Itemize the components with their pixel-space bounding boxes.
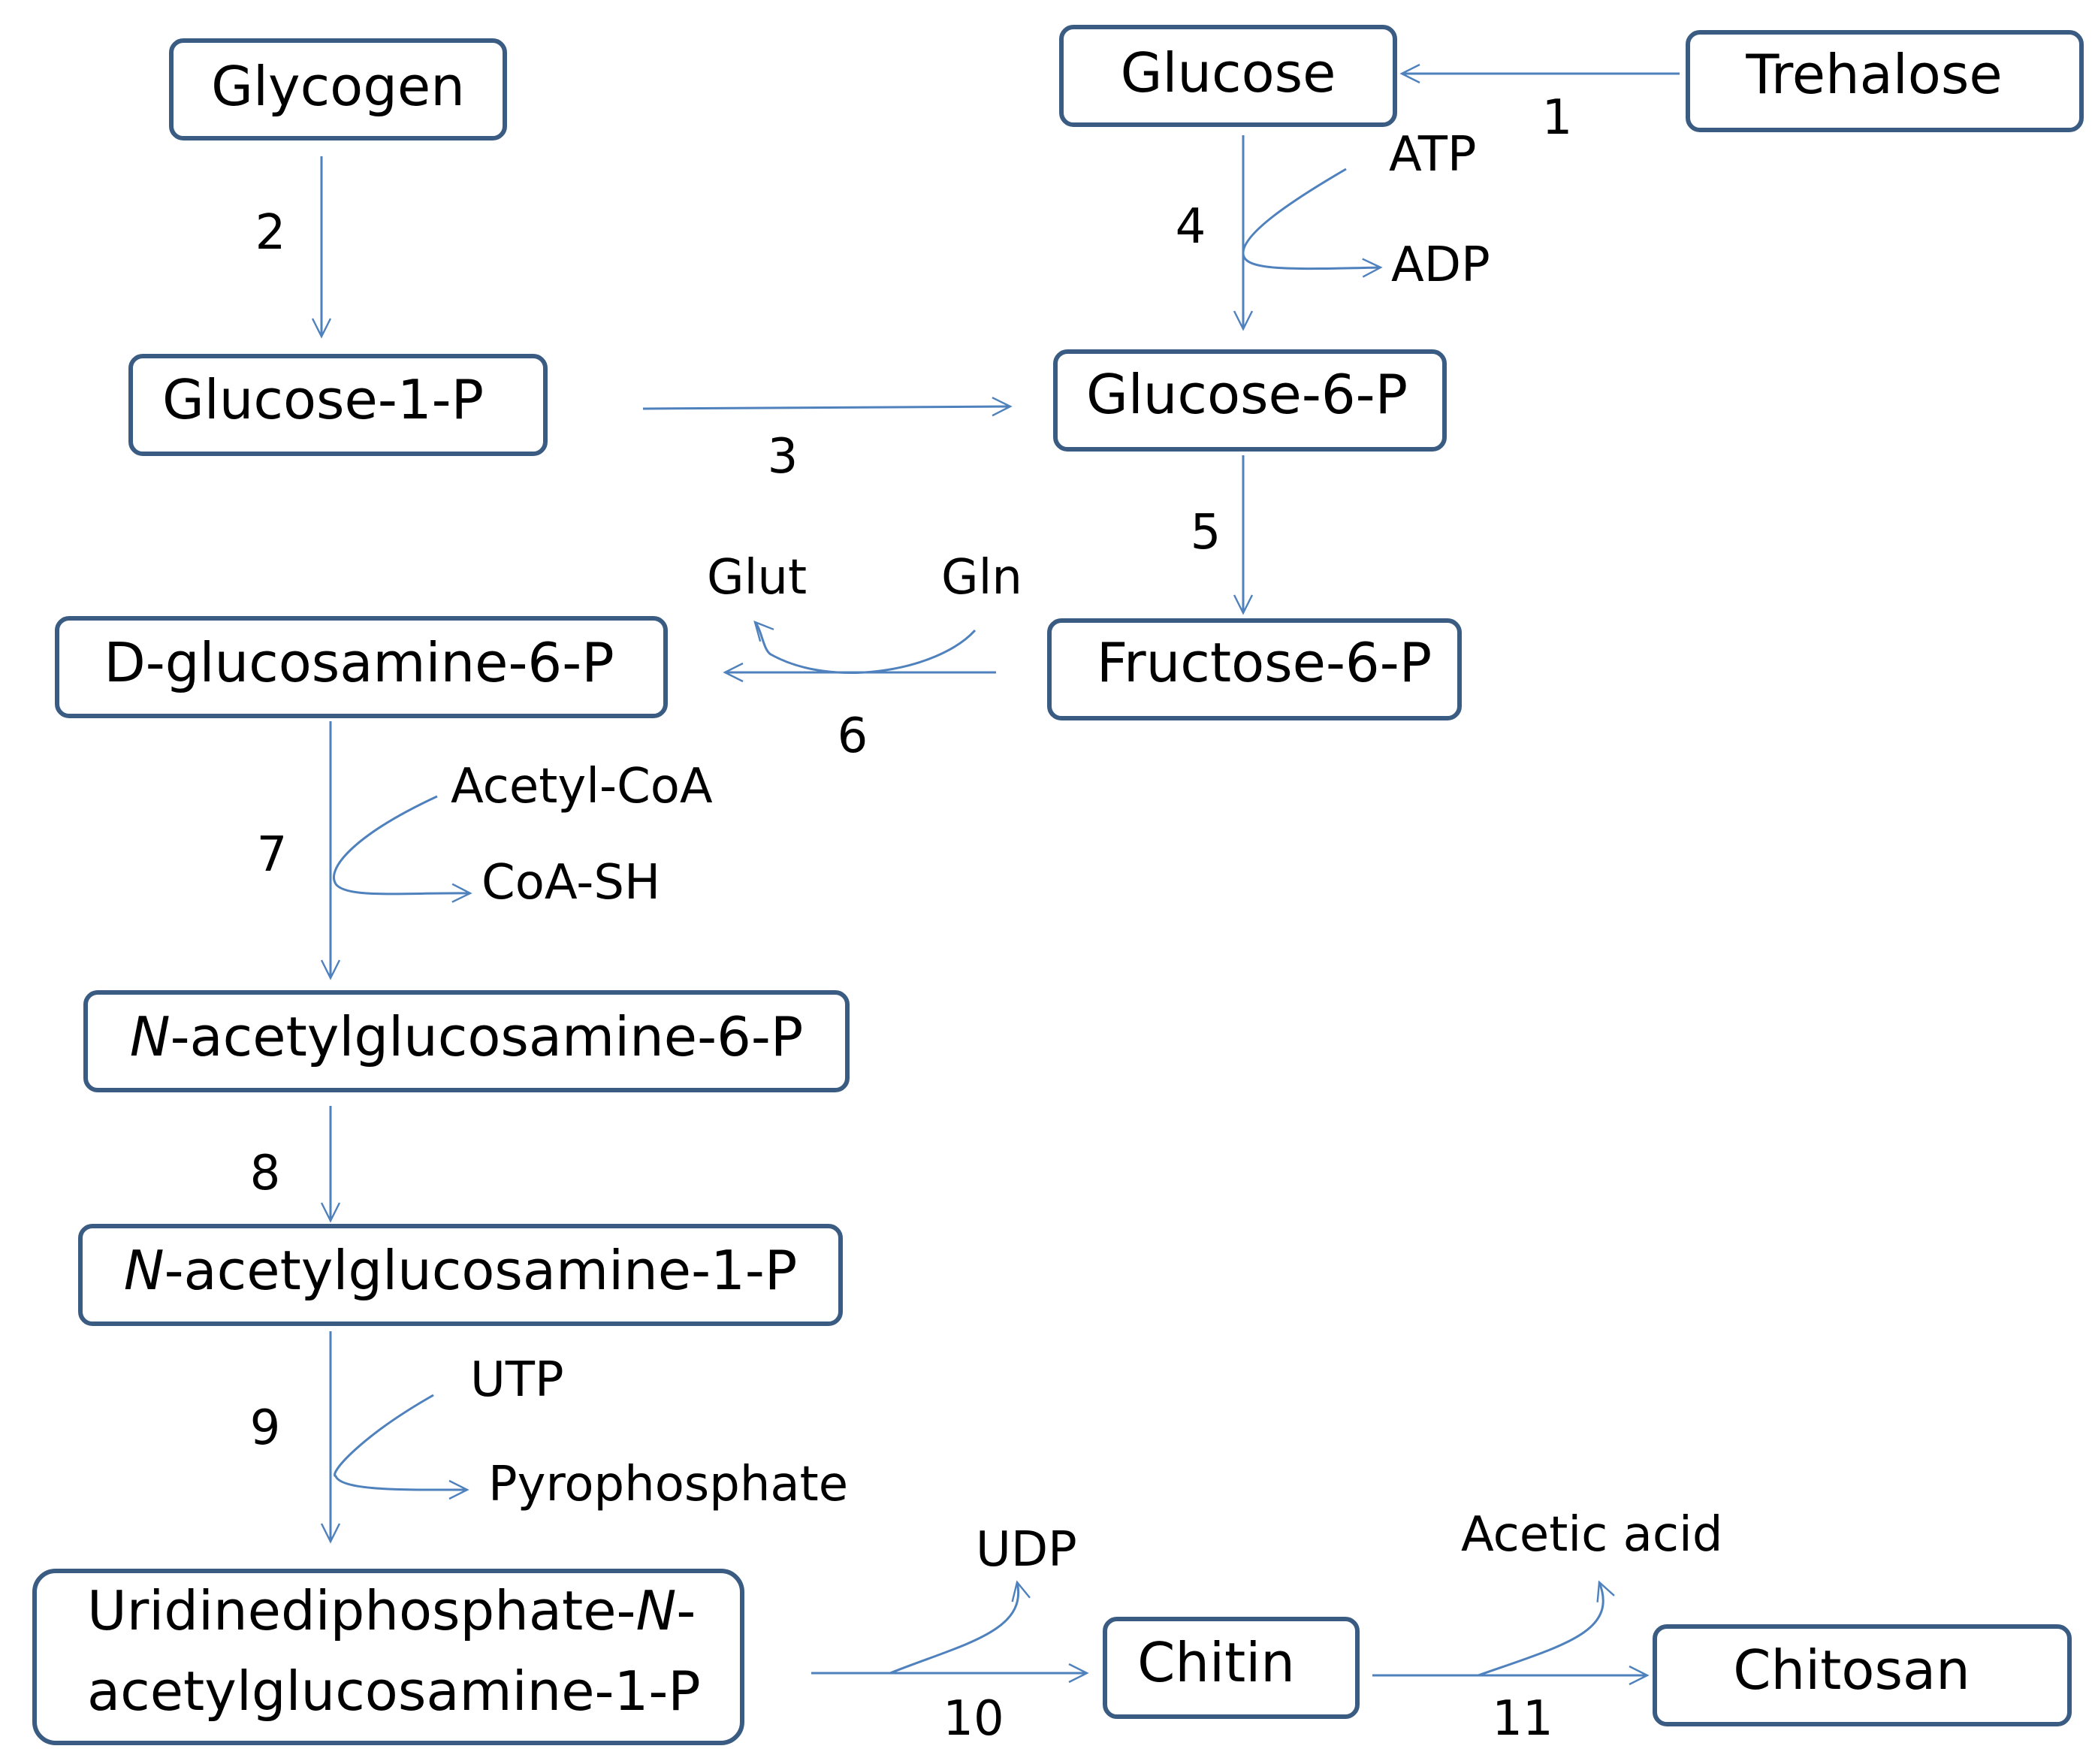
arrow-acetic-acid-release-curve [1478,1580,1615,1677]
udp-line1-italic-n: N [636,1579,677,1642]
arrow-acetyl-coa-to-coa-sh-curve [333,795,472,903]
arrow-gln-to-glut-curve [753,621,977,674]
node-glycogen-label: Glycogen [211,55,465,118]
node-glucose-6-p: Glucose-6-P [1053,349,1447,452]
node-n-acetylglucosamine-6-p-label: N-acetylglucosamine-6-P [130,1005,804,1068]
node-n-acetylglucosamine-6-p: N-acetylglucosamine-6-P [83,990,850,1092]
arrow-atp-to-adp-curve [1242,168,1383,278]
step-label-5: 5 [1191,505,1221,560]
node-chitosan-box [1653,1624,2072,1726]
n-italic-prefix: N [124,1239,165,1302]
node-glucose: Glucose [1059,25,1397,127]
node-glucose-box [1059,25,1397,127]
cofactor-gln: Gln [941,550,1022,606]
node-chitosan-label: Chitosan [1733,1639,1970,1702]
node-glycogen: Glycogen [169,38,507,140]
n-acetylglucosamine-1-p-text: -acetylglucosamine-1-P [165,1239,798,1302]
step-label-4: 4 [1176,199,1206,255]
cofactor-acetic-acid: Acetic acid [1461,1507,1722,1563]
step-label-11: 11 [1492,1691,1553,1747]
node-glycogen-box [169,38,507,140]
node-glucose-1-p-box [128,354,548,456]
cofactor-coa-sh: CoA-SH [481,855,660,911]
step-label-7: 7 [257,827,288,883]
node-d-glucosamine-6-p-box [55,616,668,718]
node-glucose-label: Glucose [1121,41,1336,104]
node-udp-n-acetylglucosamine-1-p-box [32,1569,744,1745]
cofactor-glut: Glut [707,550,807,606]
step-label-6: 6 [838,708,868,764]
cofactor-udp: UDP [976,1522,1077,1578]
node-chitin-label: Chitin [1137,1631,1295,1694]
cofactor-adp: ADP [1391,237,1490,293]
udp-line1-pre: Uridinediphosphate- [87,1579,636,1642]
step-label-1: 1 [1542,90,1573,146]
arrow-utp-to-pyrophosphate-curve [334,1394,469,1500]
step-label-2: 2 [255,205,286,261]
node-chitosan: Chitosan [1653,1624,2072,1726]
node-trehalose-box [1686,30,2084,132]
node-fructose-6-p-box [1047,618,1462,720]
n-italic-prefix: N [130,1005,171,1068]
node-glucose-6-p-box [1053,349,1447,452]
cofactor-pyrophosphate: Pyrophosphate [488,1457,848,1512]
step-label-8: 8 [250,1146,281,1201]
node-d-glucosamine-6-p-label: D-glucosamine-6-P [104,631,614,694]
udp-line1-post: - [676,1579,696,1642]
node-udp-line1: Uridinediphosphate-N- [87,1579,696,1642]
node-glucose-1-p-label: Glucose-1-P [162,368,484,431]
node-chitin: Chitin [1103,1617,1360,1719]
node-trehalose: Trehalose [1686,30,2084,132]
node-d-glucosamine-6-p: D-glucosamine-6-P [55,616,668,718]
node-udp-line2: acetylglucosamine-1-P [87,1660,701,1723]
node-glucose-1-p: Glucose-1-P [128,354,548,456]
node-chitin-box [1103,1617,1360,1719]
step-label-3: 3 [768,429,798,485]
node-n-acetylglucosamine-1-p-label: N-acetylglucosamine-1-P [124,1239,798,1302]
node-n-acetylglucosamine-6-p-box [83,990,850,1092]
node-n-acetylglucosamine-1-p-box [78,1224,843,1326]
step-label-9: 9 [250,1400,281,1456]
node-trehalose-label: Trehalose [1745,43,2002,106]
step-label-10: 10 [943,1691,1004,1747]
arrow-glucose-1-p-to-glucose-6-p [642,397,1013,417]
cofactor-atp: ATP [1389,127,1477,183]
cofactor-utp: UTP [470,1352,564,1408]
cofactor-acetyl-coa: Acetyl-CoA [451,759,713,814]
n-acetylglucosamine-6-p-text: -acetylglucosamine-6-P [171,1005,804,1068]
node-n-acetylglucosamine-1-p: N-acetylglucosamine-1-P [78,1224,843,1326]
node-udp-n-acetylglucosamine-1-p: Uridinediphosphate-N- acetylglucosamine-… [32,1569,744,1745]
arrow-udp-release-curve [889,1580,1031,1675]
node-glucose-6-p-label: Glucose-6-P [1086,363,1408,426]
node-fructose-6-p-label: Fructose-6-P [1097,631,1432,694]
node-fructose-6-p: Fructose-6-P [1047,618,1462,720]
